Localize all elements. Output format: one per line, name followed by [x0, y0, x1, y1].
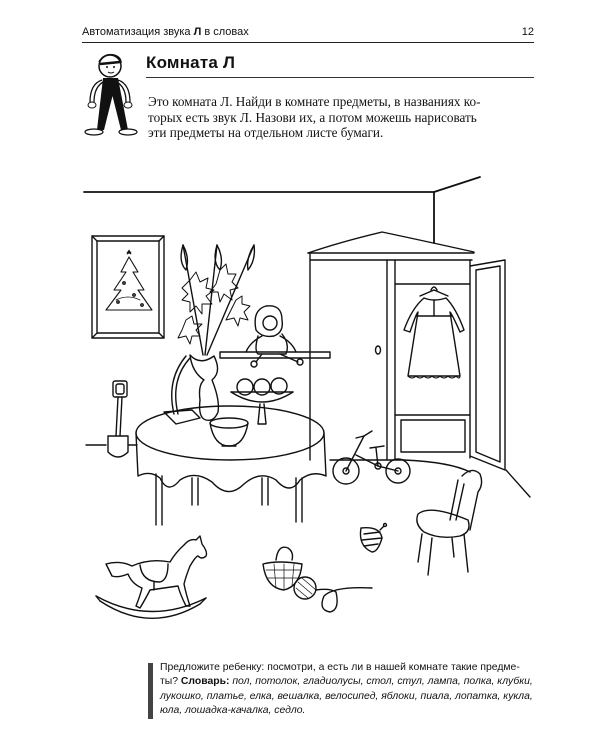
section-title: Комната Л	[146, 53, 236, 72]
running-title-letter: Л	[193, 26, 202, 38]
piala-bowl-icon	[209, 417, 249, 447]
vocabulary-words: лукошко, платье, елка, вешалка, велосипе…	[160, 690, 533, 702]
intro-paragraph: Это комната Л. Найди в комнате предметы,…	[148, 94, 536, 141]
apples-fruit-bowl-icon	[230, 377, 294, 425]
intro-line: Это комната Л. Найди в комнате предметы,…	[148, 94, 481, 109]
note-text: ты?	[160, 676, 181, 688]
basket-yarn-icon	[262, 546, 373, 613]
section-divider	[146, 77, 534, 78]
intro-line: эти предметы на отдельном листе бумаги.	[148, 125, 384, 140]
shovel-icon	[107, 380, 129, 458]
note-accent-bar	[148, 663, 153, 719]
shelf-icon	[219, 351, 331, 359]
note-line: юла, лошадка-качалка, седло.	[160, 704, 533, 718]
ceiling-lines	[83, 176, 481, 244]
table-icon	[135, 405, 327, 526]
chair-icon	[416, 469, 483, 576]
note-line: лукошко, платье, елка, вешалка, велосипе…	[160, 690, 533, 704]
spinning-top-icon	[359, 522, 388, 553]
running-title-text-end: в словах	[201, 26, 249, 38]
room-illustration	[83, 176, 531, 619]
dress-on-hanger-icon	[403, 286, 465, 379]
letter-boy-illustration	[84, 53, 138, 136]
note-line: Предложите ребенку: посмотри, а есть ли …	[160, 662, 520, 673]
vocabulary-words: пол, потолок, гладиолусы, стол, стул, ла…	[229, 676, 533, 688]
bicycle-icon	[332, 430, 411, 485]
page-number: 12	[521, 26, 534, 38]
lamp-icon	[163, 355, 201, 425]
parent-note: Предложите ребенку: посмотри, а есть ли …	[160, 661, 533, 718]
vocabulary-label: Словарь:	[180, 676, 230, 688]
running-header: Автоматизация звука Л в словах 12	[82, 24, 534, 43]
wardrobe-icon	[307, 231, 506, 471]
note-line: ты? Словарь: пол, потолок, гладиолусы, с…	[160, 675, 533, 689]
doll-icon	[245, 305, 304, 368]
running-title-text: Автоматизация звука	[82, 26, 194, 38]
vocabulary-words: юла, лошадка-качалка, седло.	[160, 704, 306, 716]
gladioli-vase-icon	[177, 244, 256, 422]
running-title: Автоматизация звука Л в словах	[82, 26, 249, 38]
intro-line: торых есть звук Л. Назови их, а потом мо…	[148, 109, 477, 125]
christmas-tree-picture-icon	[91, 235, 165, 339]
rocking-horse-icon	[95, 535, 208, 619]
